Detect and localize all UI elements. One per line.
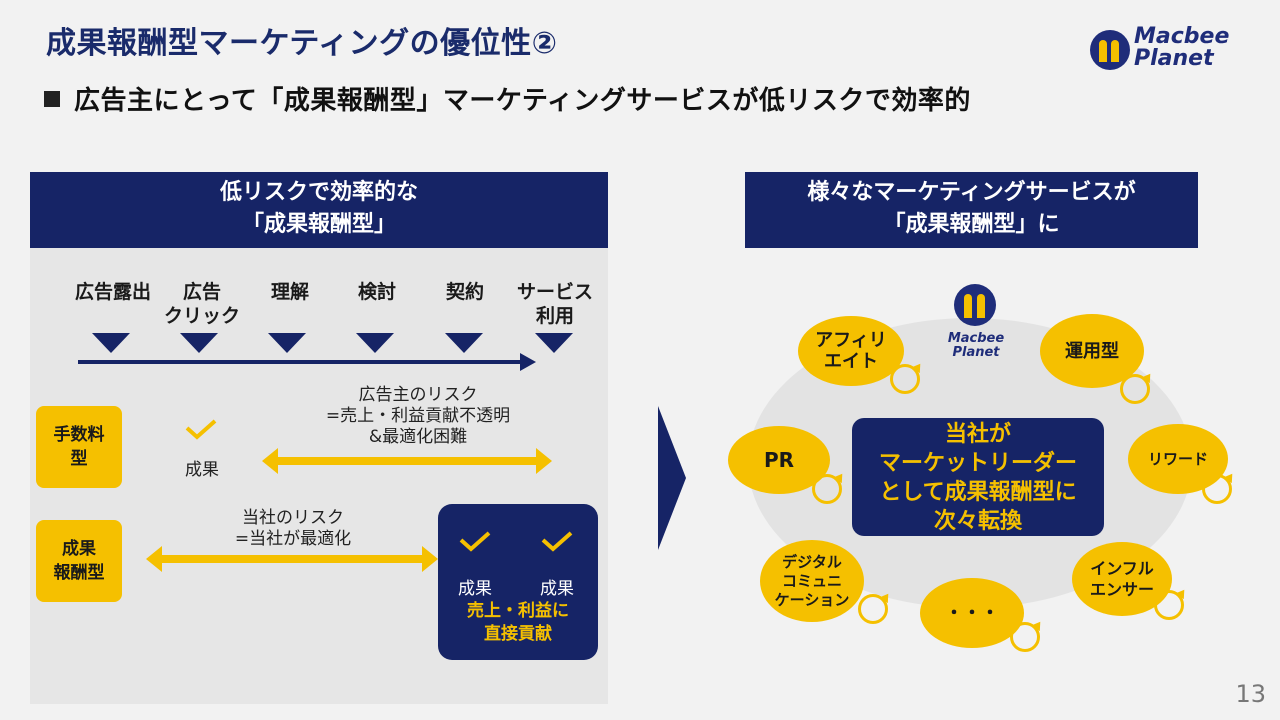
cycle-arrow-icon [1120, 374, 1150, 404]
check-icon [541, 531, 573, 552]
left-header-line1: 低リスクで効率的な [219, 180, 418, 205]
company-risk-note: 当社のリスク =当社が最適化 [234, 508, 352, 549]
step-triangle-icon [180, 333, 218, 353]
step-ad-click: 広告クリック [163, 281, 240, 327]
step-service-use: サービス利用 [516, 281, 593, 327]
cycle-arrow-icon [890, 364, 920, 394]
logo-mark-icon [1090, 30, 1130, 70]
bubble-affiliate: アフィリエイト [798, 316, 904, 386]
direct-contribution-text: 売上・利益に 直接貢献 [467, 601, 569, 644]
right-header-line2: 「成果報酬型」に [883, 212, 1060, 237]
bubble-etc: ・・・ [920, 578, 1024, 648]
step-consideration: 検討 [357, 281, 396, 303]
axis-arrowhead-icon [520, 353, 536, 371]
slide-title: 成果報酬型マーケティングの優位性② [46, 26, 558, 61]
step-contract: 契約 [445, 281, 484, 303]
market-leader-box: 当社が マーケットリーダー として成果報酬型に 次々転換 [852, 418, 1104, 536]
step-ad-exposure: 広告露出 [74, 281, 151, 303]
logo-line2: Planet [1134, 46, 1214, 71]
left-header-line2: 「成果報酬型」 [241, 212, 396, 237]
check-icon [459, 531, 491, 552]
logo-line1: Macbee [1134, 24, 1230, 49]
step-understanding: 理解 [270, 281, 309, 303]
step-triangle-icon [92, 333, 130, 353]
fee-result-label: 成果 [185, 460, 219, 480]
direct-contribution-box [438, 504, 598, 660]
performance-based-label: 成果報酬型 [36, 520, 122, 602]
cycle-arrow-icon [858, 594, 888, 624]
step-triangle-icon [356, 333, 394, 353]
cycle-arrow-icon [1154, 590, 1184, 620]
right-header-line1: 様々なマーケティングサービスが [807, 180, 1136, 205]
transition-chevron-icon [658, 406, 686, 550]
cycle-arrow-icon [812, 474, 842, 504]
bullet-square-icon [44, 91, 60, 107]
advertiser-risk-note: 広告主のリスク =売上・利益貢献不透明 &最適化困難 [325, 385, 511, 447]
step-triangle-icon [445, 333, 483, 353]
check-icon [185, 419, 217, 440]
slide-subtitle: 広告主にとって「成果報酬型」マーケティングサービスが低リスクで効率的 [44, 80, 971, 117]
result-label-a: 成果 [458, 579, 492, 599]
step-triangle-icon [268, 333, 306, 353]
step-triangle-icon [535, 333, 573, 353]
company-risk-arrow [146, 546, 438, 572]
funnel-axis [78, 360, 524, 364]
logo-mark-icon [954, 284, 996, 326]
result-label-b: 成果 [540, 579, 574, 599]
cycle-arrow-icon [1202, 474, 1232, 504]
cycle-arrow-icon [1010, 622, 1040, 652]
advertiser-risk-arrow [262, 448, 552, 474]
left-panel-header: 低リスクで効率的な 「成果報酬型」 [30, 172, 608, 248]
subtitle-text: 広告主にとって「成果報酬型」マーケティングサービスが低リスクで効率的 [74, 86, 971, 116]
bubble-digital-communication: デジタルコミュニケーション [760, 540, 864, 622]
fee-based-label: 手数料型 [36, 406, 122, 488]
page-number: 13 [1235, 680, 1266, 708]
right-panel-header: 様々なマーケティングサービスが 「成果報酬型」に [745, 172, 1198, 248]
